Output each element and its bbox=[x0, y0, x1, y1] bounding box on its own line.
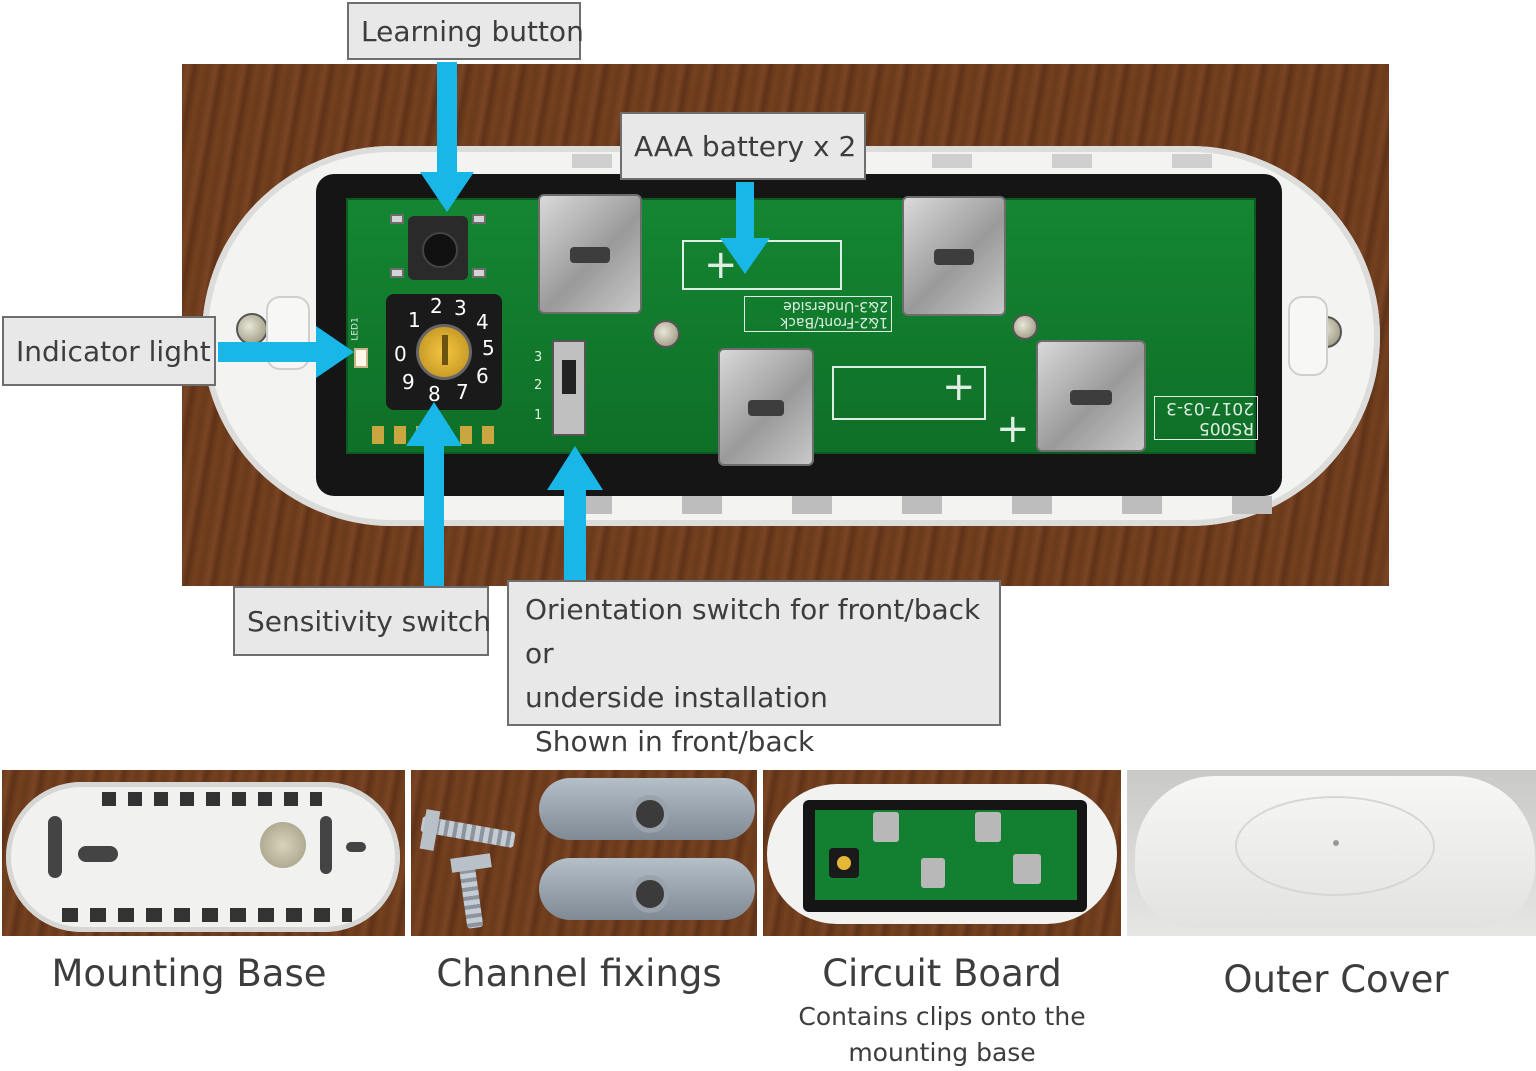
board-screw bbox=[652, 320, 680, 348]
arrow-up-icon bbox=[547, 446, 603, 490]
plus-sign: + bbox=[942, 364, 976, 410]
dial-digit: 8 bbox=[428, 382, 441, 406]
plus-sign: + bbox=[996, 406, 1030, 452]
orientation-line-2: underside installation bbox=[525, 681, 828, 714]
circuit-board: LED1 0 1 2 3 4 5 6 7 8 9 1 2 3 bbox=[346, 194, 1258, 466]
outer-cover-caption: Outer Cover bbox=[1223, 958, 1449, 1001]
battery-clip bbox=[902, 196, 1006, 316]
battery-clip bbox=[718, 348, 814, 466]
enclosure-slots-bottom bbox=[572, 496, 1272, 514]
arrow-down-icon bbox=[720, 238, 770, 274]
battery-callout: AAA battery x 2 bbox=[620, 112, 866, 180]
sensitivity-switch-callout: Sensitivity switch bbox=[233, 586, 492, 656]
switch-digit: 2 bbox=[534, 378, 543, 393]
dial-digit: 3 bbox=[454, 296, 467, 320]
dial-digit: 7 bbox=[456, 380, 469, 404]
dial-digit: 2 bbox=[430, 294, 443, 318]
arrow-down-icon bbox=[736, 182, 754, 240]
dial-digit: 0 bbox=[394, 342, 407, 366]
learning-button-label: Learning button bbox=[361, 14, 584, 48]
arrow-up-icon bbox=[424, 444, 444, 586]
learning-button[interactable] bbox=[408, 216, 468, 280]
indicator-light-callout: Indicator light bbox=[2, 316, 216, 386]
arrow-right-icon bbox=[218, 342, 318, 362]
orientation-switch[interactable] bbox=[552, 340, 586, 436]
right-screw-boss bbox=[1288, 296, 1328, 376]
channel-fixings-caption: Channel fixings bbox=[436, 952, 722, 995]
dial-digit: 9 bbox=[402, 370, 415, 394]
dial-digit: 1 bbox=[408, 308, 421, 332]
arrow-up-icon bbox=[406, 402, 462, 446]
arrow-down-icon bbox=[420, 172, 474, 212]
dial-digit: 6 bbox=[476, 364, 489, 388]
mode-line-1: 1&2-Front/Back bbox=[780, 314, 888, 330]
battery-clip bbox=[538, 194, 642, 314]
board-screw bbox=[1012, 314, 1038, 340]
circuit-board-subcaption-2: mounting base bbox=[848, 1038, 1036, 1067]
arrow-up-icon bbox=[564, 488, 586, 580]
indicator-light-label: Indicator light bbox=[16, 334, 211, 368]
date-text: 2017-03-3 bbox=[1166, 398, 1254, 418]
dial-digit: 4 bbox=[476, 310, 489, 334]
mounting-base-photo bbox=[2, 770, 405, 936]
orientation-line-1: Orientation switch for front/back or bbox=[525, 593, 981, 670]
orientation-switch-callout: Orientation switch for front/back or und… bbox=[507, 580, 1001, 758]
dial-digit: 5 bbox=[482, 336, 495, 360]
switch-digit: 1 bbox=[534, 408, 543, 423]
model-text: RS005 bbox=[1198, 418, 1254, 438]
sensitivity-switch[interactable]: 0 1 2 3 4 5 6 7 8 9 bbox=[386, 294, 502, 410]
learning-button-callout: Learning button bbox=[347, 2, 584, 60]
circuit-board-photo bbox=[763, 770, 1121, 936]
screw-2 bbox=[458, 863, 484, 929]
indicator-light bbox=[354, 348, 368, 368]
arrow-down-icon bbox=[437, 62, 457, 174]
switch-digit: 3 bbox=[534, 350, 543, 365]
battery-outline-2 bbox=[832, 366, 986, 420]
mounting-base-caption: Mounting Base bbox=[51, 952, 327, 995]
channel-fixings-photo bbox=[411, 770, 757, 936]
outer-cover-photo bbox=[1127, 770, 1536, 936]
left-mounting-screw bbox=[236, 313, 268, 345]
mode-silkscreen: 1&2-Front/Back 2&3-Underside bbox=[744, 296, 892, 332]
sensitivity-switch-label: Sensitivity switch bbox=[247, 604, 492, 638]
circuit-board-subcaption-1: Contains clips onto the bbox=[798, 1002, 1086, 1031]
model-silkscreen: RS005 2017-03-3 bbox=[1154, 396, 1258, 440]
arrow-right-icon bbox=[316, 326, 354, 378]
battery-clip bbox=[1036, 340, 1146, 452]
orientation-line-3: Shown in front/back bbox=[535, 725, 815, 758]
mode-line-2: 2&3-Underside bbox=[783, 298, 888, 314]
battery-label: AAA battery x 2 bbox=[634, 129, 857, 163]
circuit-board-caption: Circuit Board bbox=[822, 952, 1062, 995]
